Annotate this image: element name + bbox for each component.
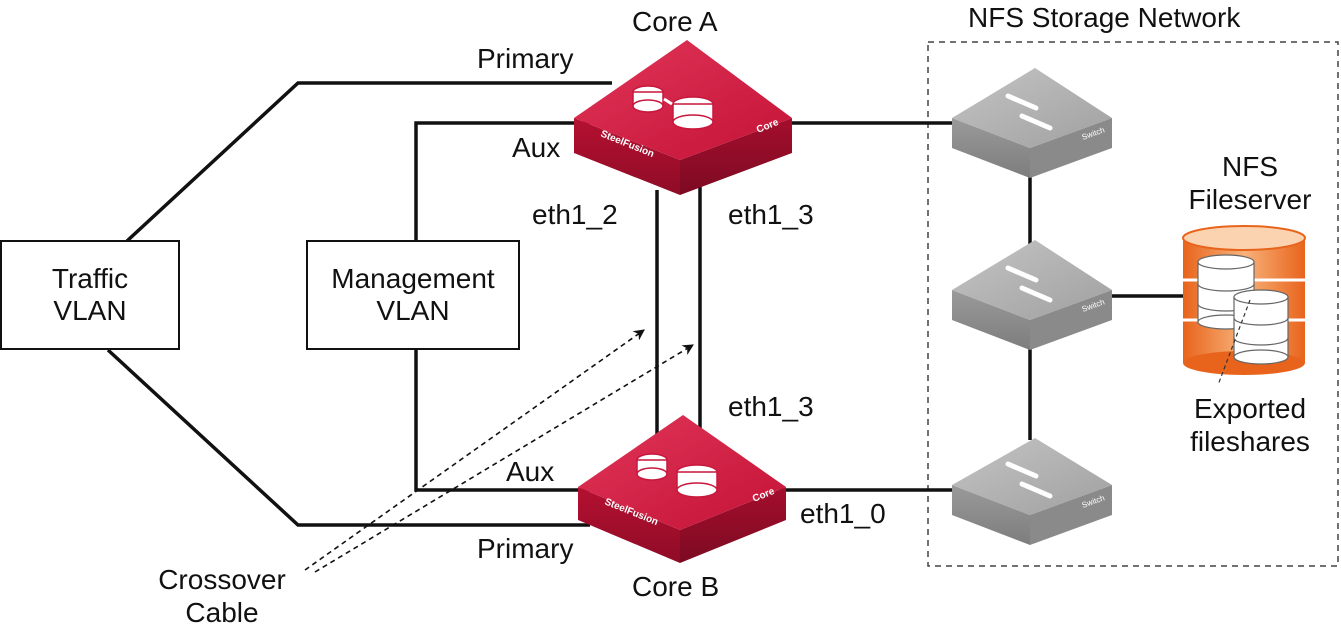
primary-link-bottom xyxy=(106,348,590,527)
management-vlan-line2: VLAN xyxy=(376,295,450,326)
eth1-3-bottom-label: eth1_3 xyxy=(728,391,814,422)
core-b-title: Core B xyxy=(632,571,720,602)
aux-top-label: Aux xyxy=(512,132,561,163)
core-b-appliance[interactable]: SteelFusion Core xyxy=(578,415,786,563)
fileserver-line1: NFS xyxy=(1222,151,1278,182)
primary-link-top xyxy=(125,81,612,243)
traffic-vlan-box[interactable]: Traffic VLAN xyxy=(0,240,180,350)
crossover-arrows xyxy=(304,329,694,573)
database-icon xyxy=(1233,289,1289,365)
traffic-vlan-line1: Traffic xyxy=(51,262,129,294)
management-vlan-box[interactable]: Management VLAN xyxy=(306,240,520,350)
crossover-arrow-2 xyxy=(314,344,694,573)
nfs-network-boundary xyxy=(927,41,1339,567)
core-a-appliance[interactable]: SteelFusion Core xyxy=(574,40,792,195)
aux-link-bottom xyxy=(414,350,590,492)
eth1-2-label: eth1_2 xyxy=(532,199,618,230)
exported-fileshares-label: Exported fileshares xyxy=(1165,392,1335,458)
exported-line1: Exported xyxy=(1193,393,1307,424)
switch-arrows-icon xyxy=(1005,461,1053,499)
replication-icon xyxy=(632,85,714,130)
aux-bottom-label: Aux xyxy=(506,456,555,487)
crossover-line1: Crossover xyxy=(158,564,286,595)
core-a-title: Core A xyxy=(632,6,718,37)
replication-icon xyxy=(636,453,718,498)
crossover-line2: Cable xyxy=(185,597,259,629)
primary-bottom-label: Primary xyxy=(477,533,574,564)
aux-link-top xyxy=(414,121,590,240)
connection-lines xyxy=(106,81,1190,527)
eth1-0-label: eth1_0 xyxy=(800,498,886,529)
eth1-3-top-label: eth1_3 xyxy=(728,199,814,230)
switch-middle[interactable]: Switch xyxy=(952,240,1112,350)
primary-top-label: Primary xyxy=(477,43,574,74)
switch-arrows-icon xyxy=(1005,265,1053,303)
fileserver-line2: Fileserver xyxy=(1188,184,1312,216)
switch-bottom[interactable]: Switch xyxy=(952,438,1112,545)
exported-line2: fileshares xyxy=(1190,426,1310,458)
fileserver-icon[interactable] xyxy=(1182,225,1306,386)
switch-arrows-icon xyxy=(1005,93,1053,131)
fileserver-label: NFS Fileserver xyxy=(1165,150,1335,216)
management-vlan-line1: Management xyxy=(331,262,495,294)
nfs-network-title: NFS Storage Network xyxy=(968,2,1241,33)
crossover-arrow-1 xyxy=(304,329,645,571)
traffic-vlan-line2: VLAN xyxy=(53,295,127,326)
crossover-cable-label: Crossover Cable xyxy=(142,563,302,629)
switch-top[interactable]: Switch xyxy=(952,68,1112,178)
